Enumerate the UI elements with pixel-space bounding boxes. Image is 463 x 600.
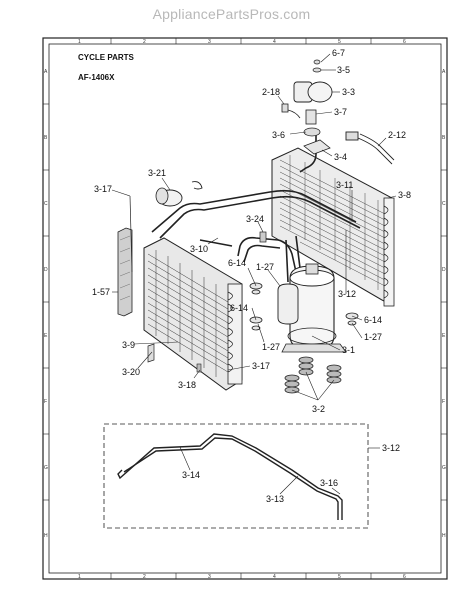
wire-harness	[345, 131, 395, 165]
label-3-21: 3-21	[148, 168, 166, 178]
label-3-4: 3-4	[334, 152, 347, 162]
label-3-13: 3-13	[266, 494, 284, 504]
label-3-1: 3-1	[342, 345, 355, 355]
label-3-6: 3-6	[272, 130, 285, 140]
border-top-4: 4	[273, 39, 276, 45]
label-6-14-c: 6-14	[364, 315, 382, 325]
border-bottom-1: 1	[78, 574, 81, 580]
border-right-d: D	[442, 267, 446, 273]
border-right-c: C	[442, 201, 446, 207]
label-3-20: 3-20	[122, 367, 140, 377]
label-3-12-a: 3-12	[338, 289, 356, 299]
muffler	[155, 181, 203, 207]
model-number: AF-1406X	[78, 73, 115, 82]
label-1-27-b: 1-27	[262, 342, 280, 352]
reversing-valve	[293, 59, 333, 155]
border-top-1: 1	[78, 39, 81, 45]
label-3-3: 3-3	[342, 87, 355, 97]
evaporator-coil	[143, 237, 243, 391]
border-top-3: 3	[208, 39, 211, 45]
screw	[196, 363, 202, 373]
border-left-b: B	[44, 135, 48, 141]
tube-clamp	[259, 231, 267, 243]
border-bottom-5: 5	[338, 574, 341, 580]
label-3-12-b: 3-12	[382, 443, 400, 453]
refrigerant-tubing	[151, 132, 361, 283]
border-left-f: F	[44, 399, 47, 405]
label-3-11: 3-11	[336, 180, 353, 190]
compressor	[277, 263, 347, 353]
foam-strip	[117, 227, 133, 317]
label-1-57: 1-57	[92, 287, 110, 297]
border-right-f: F	[442, 399, 445, 405]
border-right-h: H	[442, 533, 446, 539]
label-3-2: 3-2	[312, 404, 325, 414]
border-bottom-2: 2	[143, 574, 146, 580]
label-3-7: 3-7	[334, 107, 347, 117]
border-bottom-6: 6	[403, 574, 406, 580]
label-3-18: 3-18	[178, 380, 196, 390]
border-left-c: C	[44, 201, 48, 207]
leader-lines	[111, 53, 397, 401]
label-2-18: 2-18	[262, 87, 280, 97]
border-top-2: 2	[143, 39, 146, 45]
border-left-e: E	[44, 333, 48, 339]
outer-frame	[42, 37, 448, 580]
label-1-27-c: 1-27	[364, 332, 382, 342]
border-left-a: A	[44, 69, 48, 75]
label-6-14-b: 6-14	[230, 303, 248, 313]
border-right-a: A	[442, 69, 446, 75]
label-3-17-top: 3-17	[94, 184, 112, 194]
label-1-27-a: 1-27	[256, 262, 274, 272]
grommets	[249, 282, 359, 331]
watermark: AppliancePartsPros.com	[152, 6, 311, 22]
border-left-d: D	[44, 267, 48, 273]
label-3-24: 3-24	[246, 214, 264, 224]
diagram-title: CYCLE PARTS	[78, 53, 135, 62]
border-bottom-4: 4	[273, 574, 276, 580]
border-top-5: 5	[338, 39, 341, 45]
border-right-g: G	[442, 465, 446, 471]
label-6-14-a: 6-14	[228, 258, 246, 268]
detail-box	[103, 423, 369, 529]
border-left-g: G	[44, 465, 48, 471]
inner-frame	[48, 43, 442, 574]
detail-leaders	[179, 446, 341, 495]
label-3-9: 3-9	[122, 340, 135, 350]
label-3-14: 3-14	[182, 470, 200, 480]
label-3-8: 3-8	[398, 190, 411, 200]
capillary-tube	[117, 433, 343, 520]
label-6-7: 6-7	[332, 48, 345, 58]
label-3-10: 3-10	[190, 244, 208, 254]
border-right-e: E	[442, 333, 446, 339]
thermistor	[281, 103, 301, 119]
condenser-coil	[271, 147, 395, 307]
border-bottom-3: 3	[208, 574, 211, 580]
label-3-17-bottom: 3-17	[252, 361, 270, 371]
label-2-12: 2-12	[388, 130, 406, 140]
border-right-b: B	[442, 135, 446, 141]
label-3-16: 3-16	[320, 478, 338, 488]
label-3-5: 3-5	[337, 65, 350, 75]
border-top-6: 6	[403, 39, 406, 45]
border-left-h: H	[44, 533, 48, 539]
